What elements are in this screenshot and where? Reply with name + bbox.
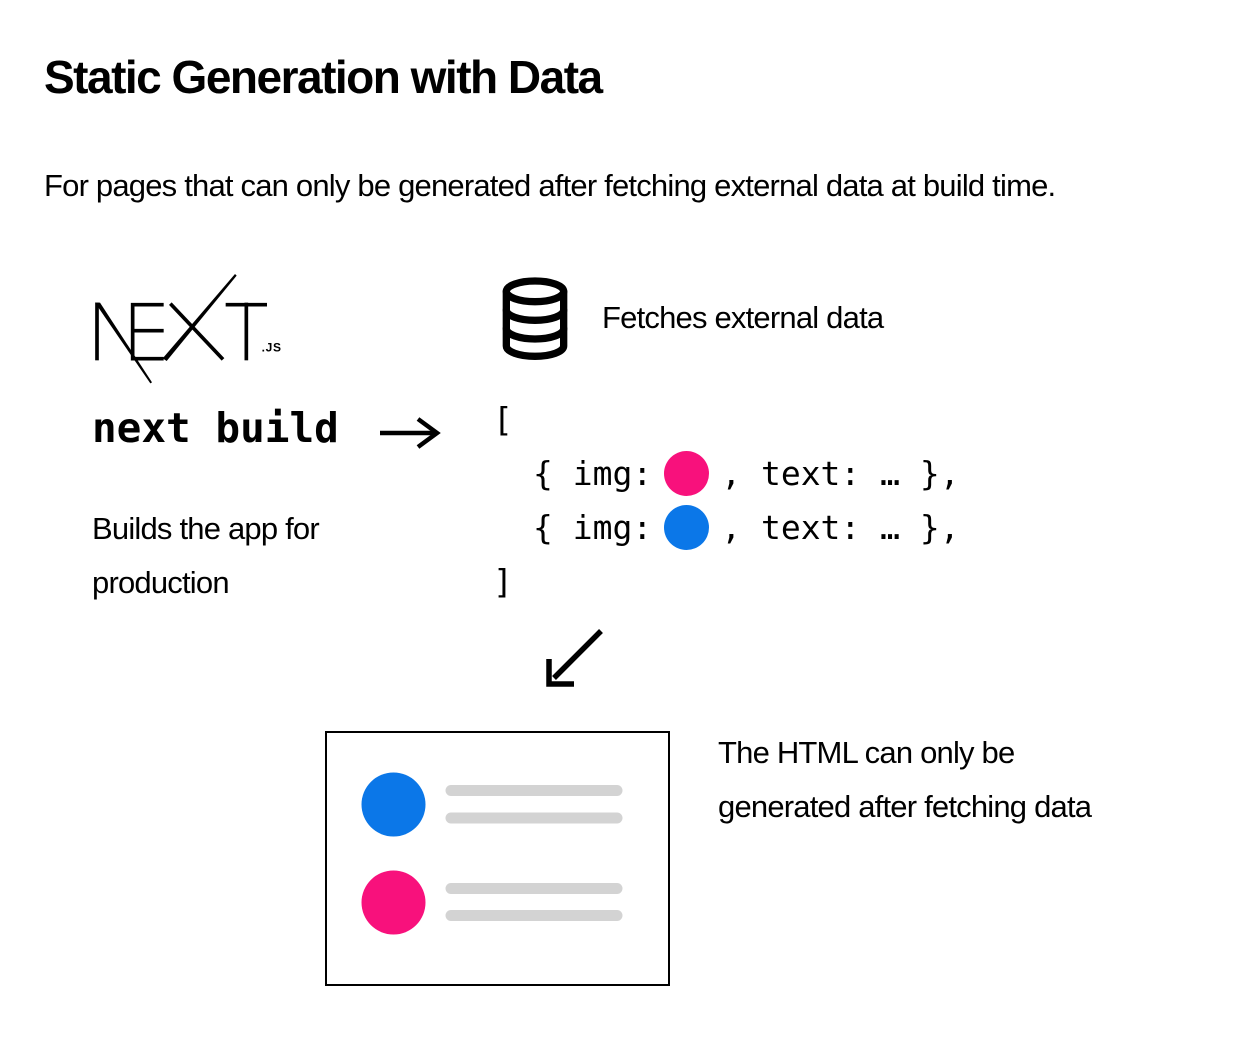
blue-image-dot-icon (664, 504, 710, 550)
code-text-after: , text: … }, (721, 453, 960, 493)
code-close-bracket: ] (493, 561, 513, 601)
code-open-bracket: [ (493, 399, 513, 439)
right-arrow-icon (380, 417, 441, 449)
build-command: next build (92, 404, 339, 452)
page-skeleton (361, 772, 623, 935)
logo-js-suffix: .JS (262, 341, 282, 355)
text-placeholder-line (445, 883, 623, 894)
pink-image-dot-icon (664, 450, 710, 496)
subtitle: For pages that can only be generated aft… (44, 168, 1056, 203)
html-page-preview (325, 731, 670, 986)
build-caption: Builds the app for production (92, 511, 320, 600)
blue-avatar-circle (361, 772, 426, 837)
database-label: Fetches external data (602, 300, 884, 335)
down-left-arrow-icon (546, 629, 603, 687)
code-text-before: { img: (533, 507, 653, 547)
pink-avatar-circle (361, 870, 426, 935)
logo-n-diagonal (95, 302, 152, 384)
text-placeholder-line (445, 910, 623, 921)
result-caption-line-1: The HTML can only be (718, 735, 1015, 770)
nextjs-logo-icon: .JS (95, 274, 282, 384)
text-placeholder-line (445, 812, 623, 824)
page-title: Static Generation with Data (44, 51, 603, 103)
code-text-before: { img: (533, 453, 653, 493)
code-item-2: { img: , text: … }, (493, 500, 960, 554)
code-item-1: { img: , text: … }, (493, 446, 960, 500)
logo-x-diagonal (162, 274, 237, 361)
code-block: [ { img: , text: … }, { img: , text: … }… (493, 392, 960, 608)
result-caption: The HTML can only be generated after fet… (718, 726, 1092, 834)
code-text-after: , text: … }, (721, 507, 960, 547)
database-icon (502, 277, 568, 361)
result-caption-line-2: generated after fetching data (718, 789, 1092, 824)
text-placeholder-line (445, 785, 623, 796)
